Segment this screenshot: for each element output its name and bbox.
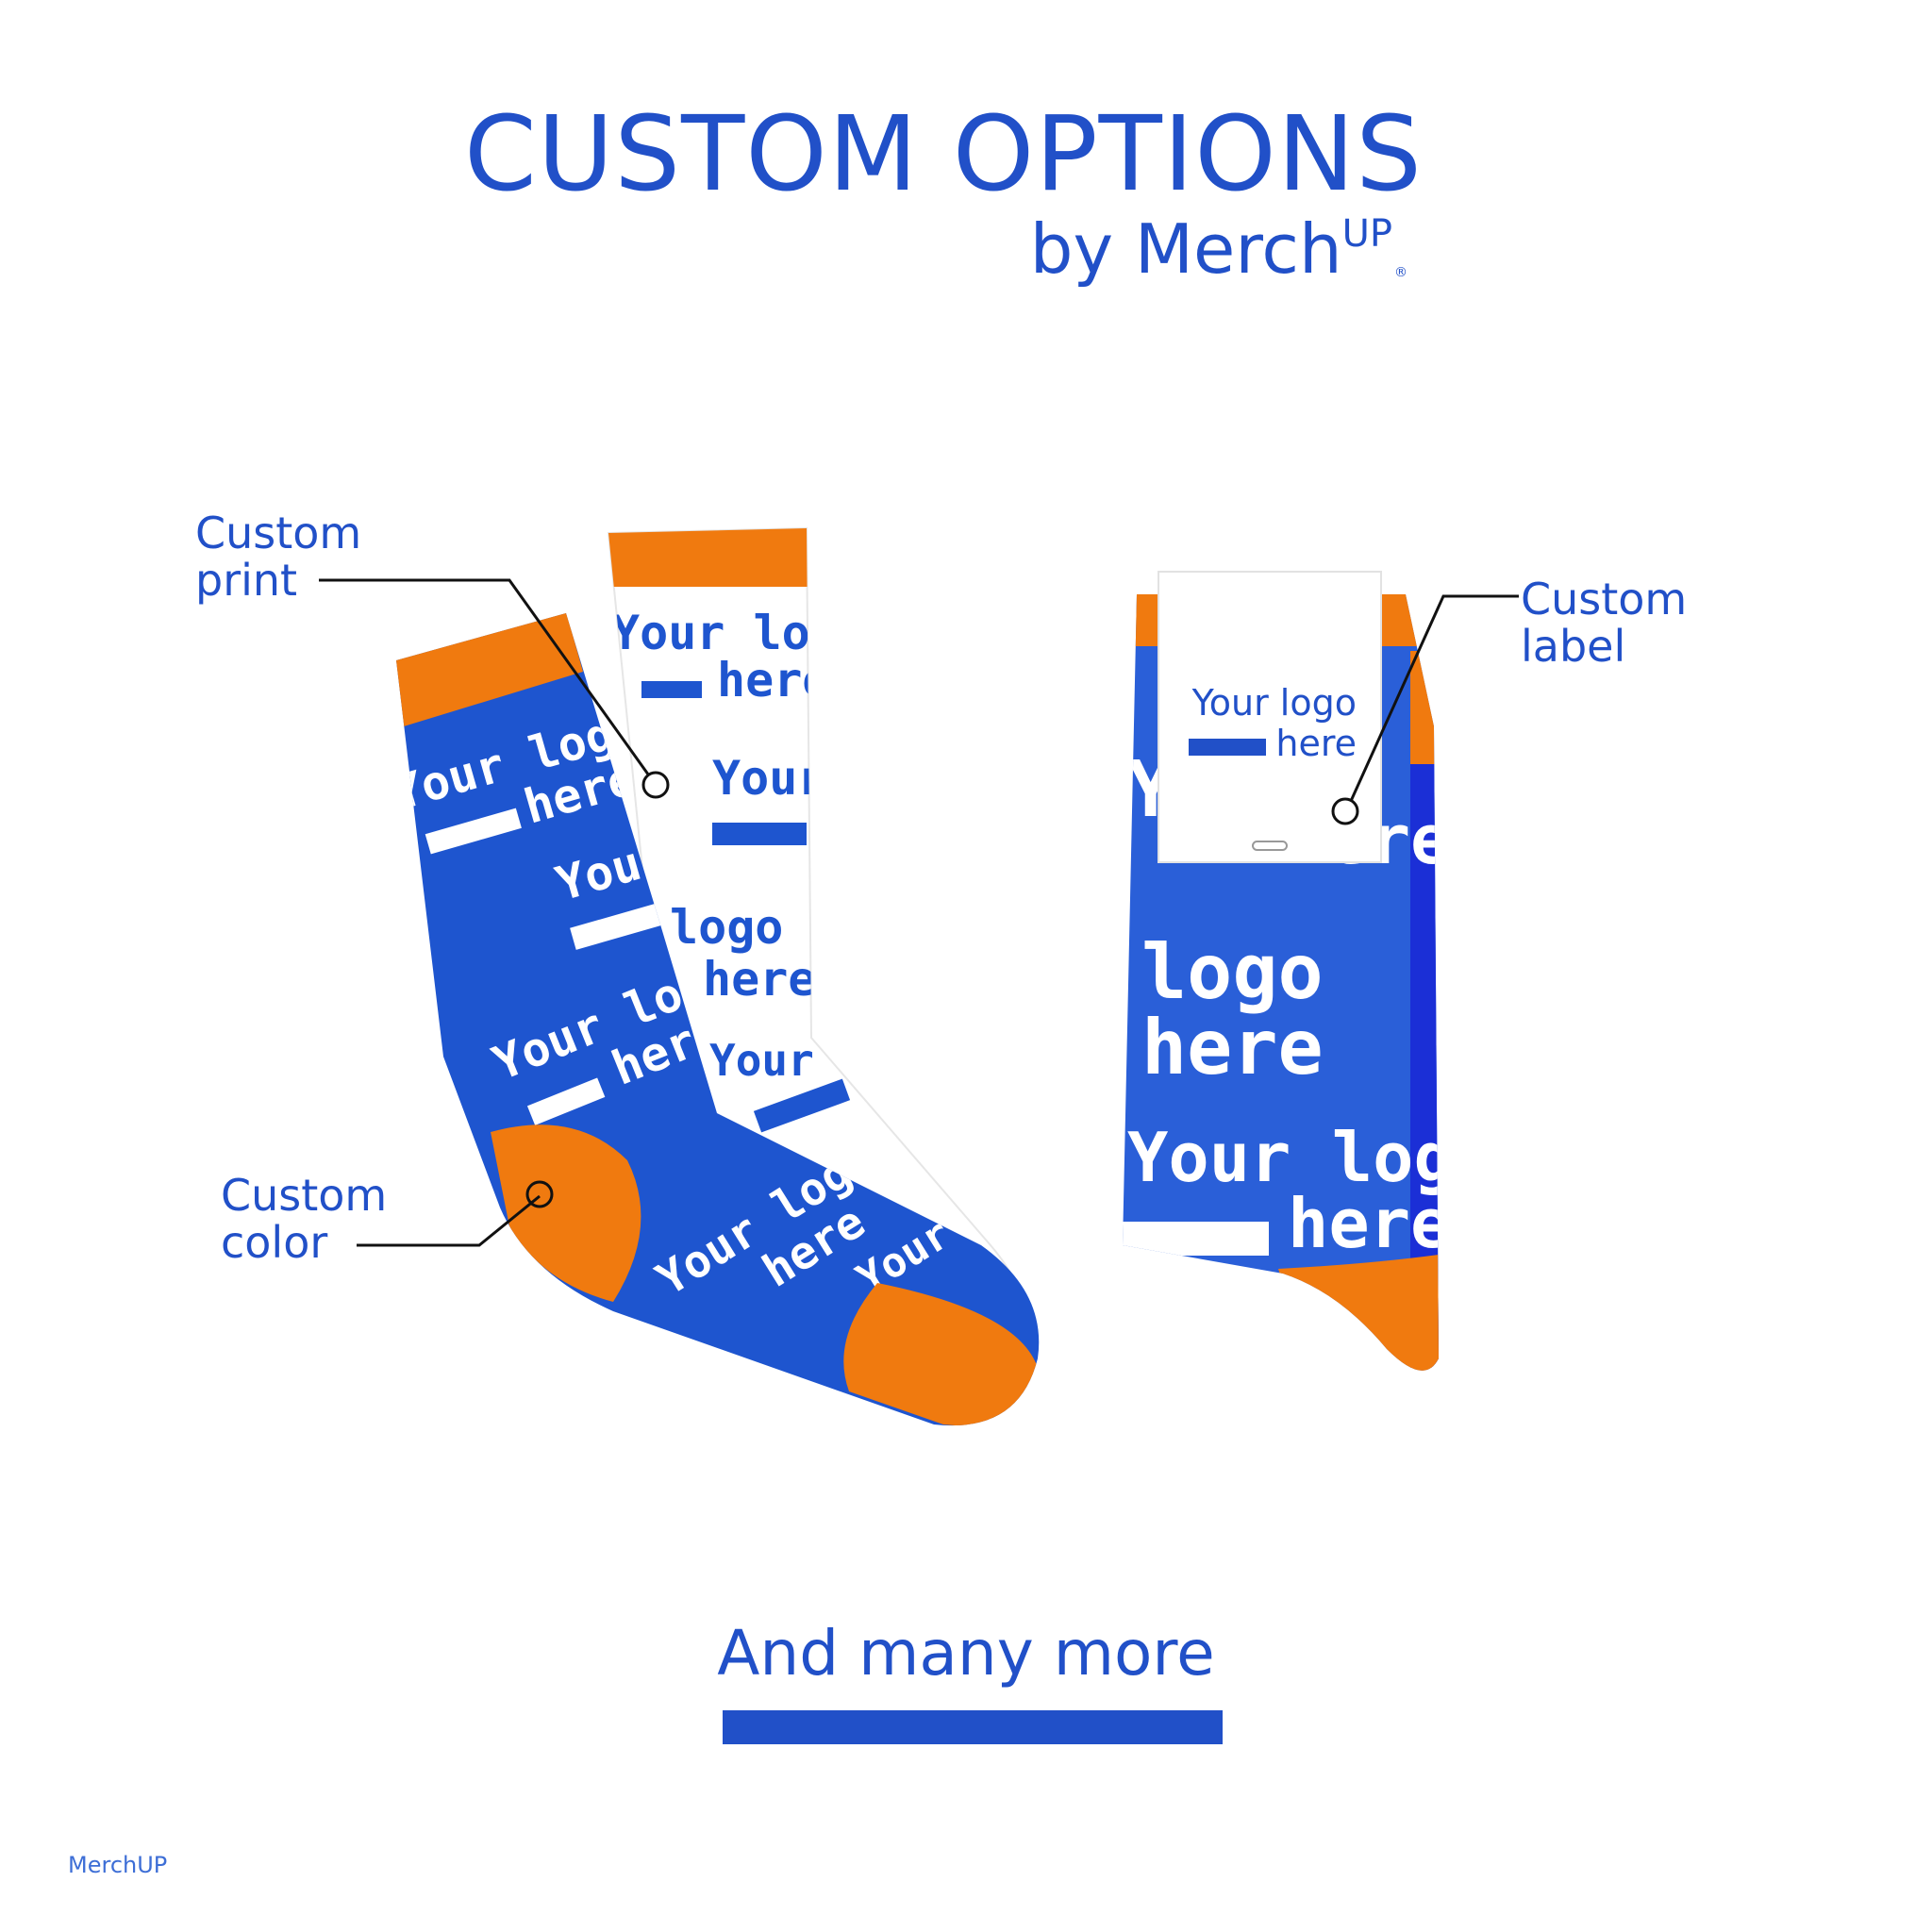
pattern-text: here [1288, 1184, 1451, 1263]
byline: by MerchUP® [0, 215, 1407, 283]
callout-print-line2: print [195, 555, 298, 606]
pattern-text: logo [1141, 928, 1324, 1016]
callout-label-line2: label [1521, 621, 1626, 672]
callout-custom-label: Custom label [1521, 575, 1687, 670]
pattern-text: Your logo [1127, 1118, 1495, 1197]
pattern-text: logo [670, 900, 783, 955]
callout-custom-print: Custom print [195, 509, 361, 604]
brand-logo: MerchUP [68, 1852, 168, 1878]
callout-custom-color: Custom color [221, 1172, 387, 1266]
label-text-line2: here [1275, 723, 1357, 764]
callout-color-line2: color [221, 1217, 328, 1268]
pattern-text: here [1141, 1004, 1324, 1091]
page-title: CUSTOM OPTIONS [463, 93, 1423, 214]
callout-connectors [319, 578, 1519, 1247]
callout-color-line1: Custom [221, 1170, 388, 1221]
pattern-text: here [717, 653, 830, 708]
footer-underline-bar [723, 1710, 1223, 1744]
pattern-text: here [703, 952, 816, 1007]
footer-title: And many more [717, 1617, 1215, 1690]
label-text-line1: Your logo [1191, 682, 1357, 724]
callout-print-line1: Custom [195, 508, 362, 558]
pattern-text: Your [712, 751, 825, 806]
callout-label-line1: Custom [1521, 574, 1688, 625]
pattern-text: Your [709, 1035, 814, 1086]
registered-mark: ® [1394, 265, 1407, 280]
brand-suffix: UP [1341, 212, 1392, 256]
byline-text: by Merch [1029, 209, 1342, 289]
